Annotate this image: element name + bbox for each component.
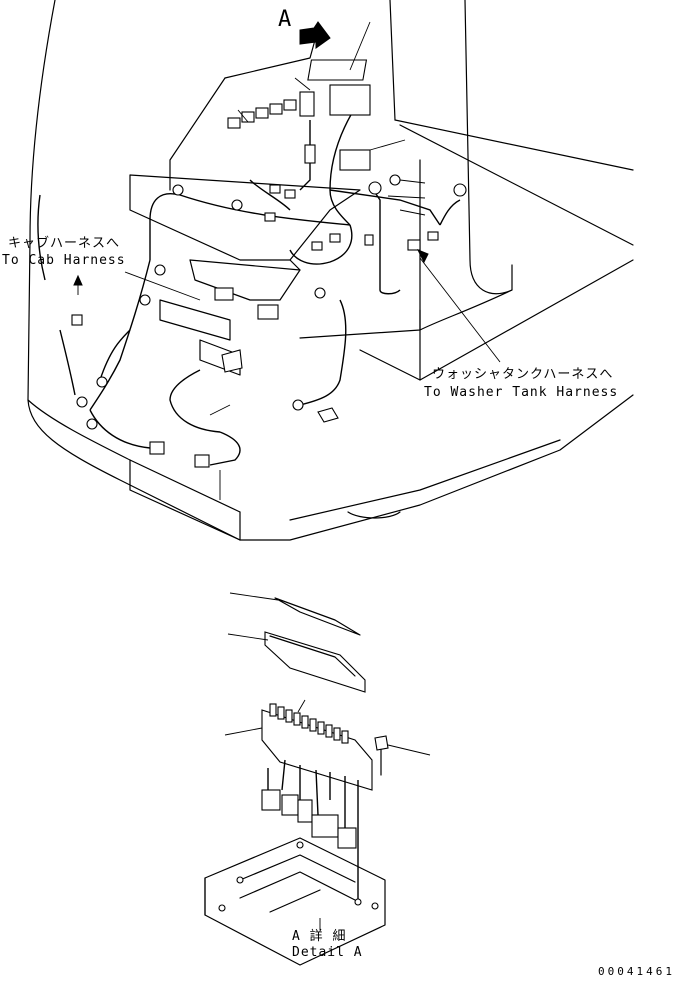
washer-harness-label-en: To Washer Tank Harness	[424, 385, 618, 400]
detail-a-exploded	[204, 592, 431, 966]
cab-harness-label-en: To Cab Harness	[2, 253, 126, 268]
main-harness	[37, 99, 461, 466]
cab-harness-arrow	[73, 274, 83, 295]
machine-body-outline	[27, 0, 634, 541]
view-letter: A	[278, 7, 291, 32]
detail-a-label-jp: A 詳 細	[292, 928, 346, 944]
main-connectors	[71, 59, 467, 468]
fuse-box-terminals	[269, 703, 349, 744]
cab-harness-label-jp: キャブハーネスへ	[8, 235, 120, 251]
washer-harness-label-jp: ウォッシャタンクハーネスへ	[432, 367, 613, 382]
drawing-number: 00041461	[598, 965, 675, 978]
view-arrow-a	[299, 21, 331, 49]
detail-a-label-en: Detail A	[292, 945, 363, 960]
main-leaders	[124, 21, 501, 500]
washer-harness-arrow	[416, 249, 429, 264]
